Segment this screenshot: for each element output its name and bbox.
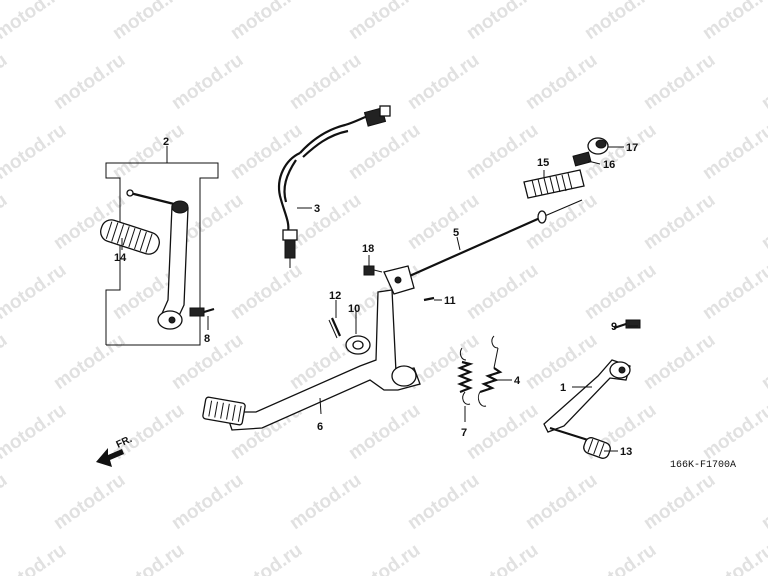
watermark-text: motod.ru [404, 470, 483, 534]
watermark-text: motod.ru [0, 120, 70, 184]
watermark-text: motod.ru [50, 50, 129, 114]
watermark-text: motod.ru [463, 120, 542, 184]
watermark-text: motod.ru [345, 540, 424, 576]
watermark-text: motod.ru [168, 470, 247, 534]
shift-rubber [583, 437, 611, 459]
callout-14: 14 [114, 252, 127, 264]
pin-16 [572, 151, 592, 167]
switch-with-wire [277, 105, 391, 268]
watermark-text: motod.ru [404, 190, 483, 254]
watermark-text: motod.ru [227, 0, 306, 44]
callout-17: 17 [626, 142, 638, 154]
watermark-text: motod.ru [0, 0, 70, 44]
watermark-text: motod.ru [0, 260, 70, 324]
brake-pedal [202, 289, 421, 431]
watermark-text: motod.ru [463, 400, 542, 464]
watermark-text: motod.ru [50, 470, 129, 534]
watermark-text: motod.ru [699, 120, 768, 184]
watermark-text: motod.ru [227, 540, 306, 576]
watermark-text: motod.ru [404, 50, 483, 114]
callout-18: 18 [362, 243, 374, 255]
watermark-text: motod.ru [758, 190, 768, 254]
watermark-text: motod.ru [50, 330, 129, 394]
watermark-text: motod.ru [640, 470, 719, 534]
callout-4: 4 [514, 375, 521, 387]
callout-13: 13 [620, 446, 632, 458]
callout-8: 8 [204, 333, 210, 345]
watermark-text: motod.ru [109, 120, 188, 184]
watermark-text: motod.ru [463, 0, 542, 44]
watermark-text: motod.ru [640, 190, 719, 254]
callout-9: 9 [611, 321, 617, 333]
callout-3: 3 [314, 203, 320, 215]
watermark-text: motod.ru [0, 50, 11, 114]
callout-labels: 2 3 4 5 6 7 8 9 10 11 12 13 14 15 16 17 … [114, 136, 638, 458]
watermark-text: motod.ru [758, 50, 768, 114]
pin-11 [423, 296, 435, 302]
watermark-text: motod.ru [463, 260, 542, 324]
callout-10: 10 [348, 303, 360, 315]
watermark-text: motod.ru [463, 540, 542, 576]
watermark-text: motod.ru [227, 260, 306, 324]
watermark-text: motod.ru [581, 0, 660, 44]
watermark-text: motod.ru [345, 120, 424, 184]
watermark-text: motod.ru [0, 190, 11, 254]
watermark-text: motod.ru [286, 50, 365, 114]
watermark-text: motod.ru [640, 330, 719, 394]
watermark-text: motod.ru [699, 0, 768, 44]
callout-15: 15 [537, 157, 549, 169]
watermark-text: motod.ru [227, 120, 306, 184]
rod-spring [523, 169, 585, 199]
callout-2: 2 [163, 136, 169, 148]
watermark-text: motod.ru [0, 400, 70, 464]
spring-7 [457, 347, 474, 405]
watermark-text: motod.ru [345, 0, 424, 44]
watermark-text: motod.ru [758, 470, 768, 534]
callout-6: 6 [317, 421, 323, 433]
watermark-text: motod.ru [0, 470, 11, 534]
bolt-8 [189, 307, 215, 317]
watermark-text: motod.ru [286, 190, 365, 254]
nut-17 [587, 137, 609, 155]
watermark-text: motod.ru [286, 470, 365, 534]
gearshift-pedal [543, 319, 641, 459]
cotter-pin [330, 317, 342, 337]
watermark-text: motod.ru [345, 400, 424, 464]
callout-11: 11 [444, 295, 456, 307]
callout-16: 16 [603, 159, 615, 171]
kick-rubber [100, 219, 160, 255]
watermark-text: motod.ru [109, 0, 188, 44]
diagram-code: 166K-F1700A [670, 460, 736, 471]
watermark-text: motod.ru [699, 540, 768, 576]
watermark-text: motod.ru [522, 50, 601, 114]
watermark-text: motod.ru [581, 540, 660, 576]
watermark-text: motod.ru [640, 50, 719, 114]
leader-lines [121, 146, 638, 452]
watermark-text: motod.ru [109, 540, 188, 576]
watermark-text: motod.ru [758, 330, 768, 394]
watermark-text: motod.ru [0, 330, 11, 394]
callout-12: 12 [329, 290, 341, 302]
kick-starter-assembly [100, 162, 219, 346]
callout-1: 1 [560, 382, 566, 394]
watermark-text: motod.ru [0, 540, 70, 576]
watermark-text: motod.ru [699, 260, 768, 324]
watermark-text: motod.ru [699, 400, 768, 464]
callout-7: 7 [461, 427, 467, 439]
brake-rod [363, 199, 583, 295]
callout-5: 5 [453, 227, 459, 239]
watermark-text: motod.ru [168, 50, 247, 114]
watermark-text: motod.ru [522, 470, 601, 534]
watermark-text: motod.ru [581, 260, 660, 324]
bolt-9 [613, 319, 641, 330]
